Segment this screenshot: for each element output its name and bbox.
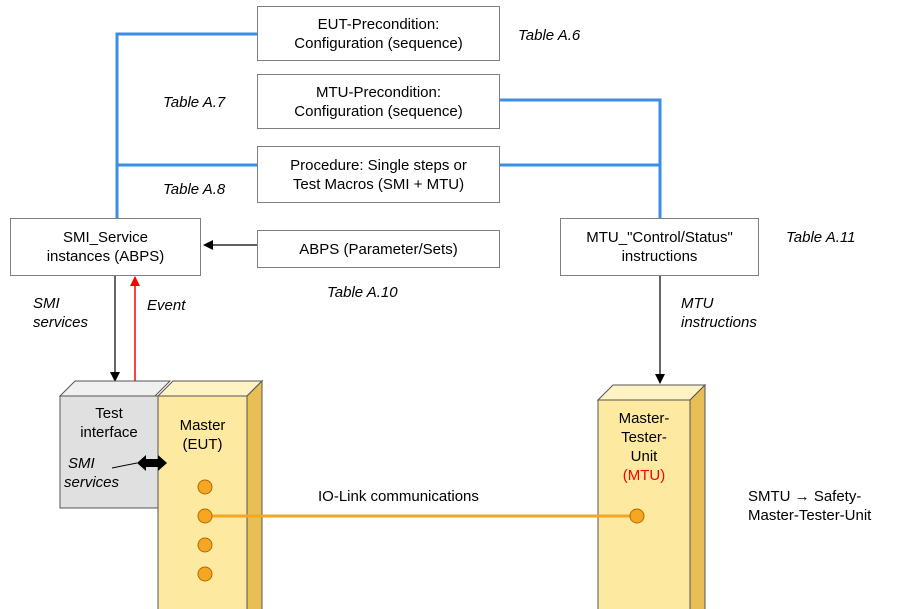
table-ref-a10: Table A.10 [327,284,398,301]
table-ref-a6: Table A.6 [518,27,581,44]
table-ref-a7: Table A.7 [163,94,226,111]
test-interface-block [58,380,172,509]
mtu-abbr: (MTU) [622,467,666,484]
abps-line1: ABPS (Parameter/Sets) [299,240,458,258]
master-ports [197,479,213,582]
mtu-precondition-line1: MTU-Precondition: [315,83,442,101]
connector-mtu-precondition [500,98,662,218]
smi-service-line2: instances (ABPS) [46,248,165,265]
mtu-label: Master- Tester- Unit (MTU) [598,409,690,485]
smi-double-arrow [137,455,167,471]
port-circle [197,479,213,495]
mtu-precondition-box: MTU-Precondition: Configuration (sequenc… [257,74,500,129]
abps-box: ABPS (Parameter/Sets) [257,230,500,268]
test-interface-smi-label: SMI services [64,455,120,491]
smtu-note: SMTU → Safety- Master-Tester-Unit [748,488,872,524]
port-circle [197,566,213,582]
mtu-precondition-line2: Configuration (sequence) [294,102,463,120]
event-label: Event [147,297,186,314]
smi-service-line1: SMI_Service [62,229,149,246]
smi-pointer-line [111,462,138,469]
blue-connectors [115,32,662,218]
mtu-instructions-label: MTU instructions [681,295,757,331]
mtu-control-line2: instructions [621,248,698,265]
io-link-label: IO-Link communications [318,488,479,505]
mtu-control-line1: MTU_"Control/Status" [586,229,733,246]
eut-precondition-line1: EUT-Precondition: [317,15,440,33]
smi-service-box: SMI_Service instances (ABPS) [10,218,201,276]
port-circle [197,537,213,553]
port-circle [197,508,213,524]
eut-precondition-box: EUT-Precondition: Configuration (sequenc… [257,6,500,61]
smi-services-label: SMI services [33,295,89,331]
table-ref-a8: Table A.8 [163,181,226,198]
mtu-control-box: MTU_"Control/Status" instructions [560,218,759,276]
test-interface-label: Test interface [80,405,138,441]
connector-eut-precondition [115,32,257,218]
mtu-port-circle [629,508,645,524]
master-eut-label: Master (EUT) [179,417,226,453]
mtu-block [596,383,707,609]
procedure-line1: Procedure: Single steps or [290,156,467,174]
table-ref-a11: Table A.11 [786,229,856,246]
procedure-line2: Test Macros (SMI + MTU) [292,175,465,193]
eut-precondition-line2: Configuration (sequence) [294,34,463,52]
procedure-box: Procedure: Single steps or Test Macros (… [257,146,500,203]
